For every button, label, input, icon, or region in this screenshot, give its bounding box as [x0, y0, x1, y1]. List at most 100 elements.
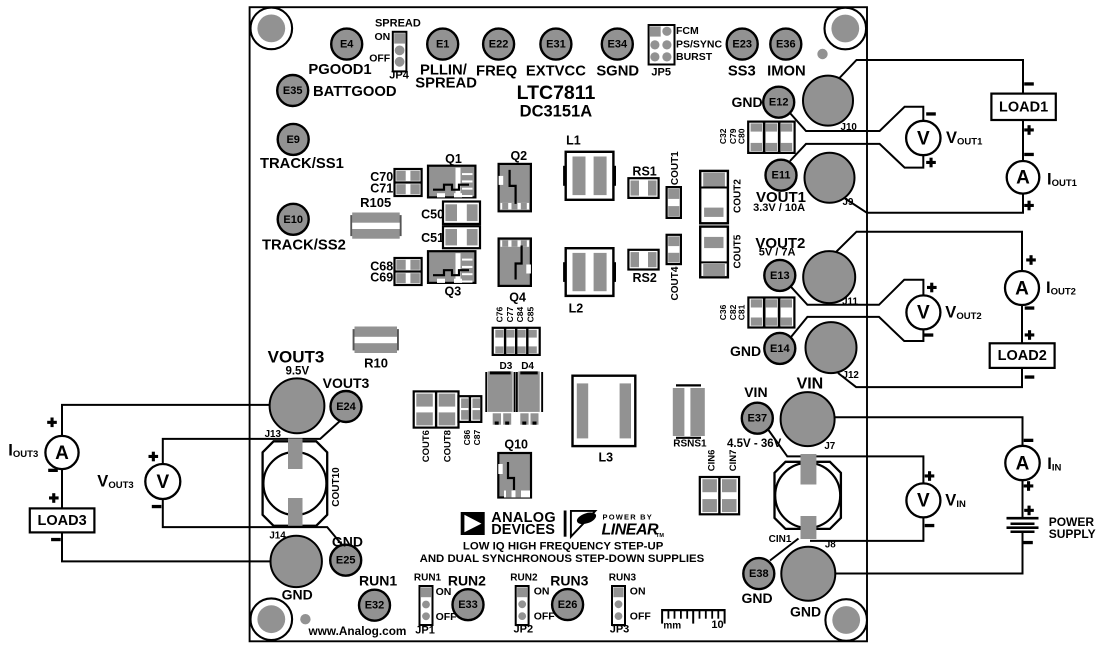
- svg-text:SUPPLY: SUPPLY: [1049, 527, 1096, 541]
- svg-text:COUT1: COUT1: [670, 151, 681, 185]
- svg-text:POWER: POWER: [1049, 515, 1095, 529]
- svg-text:9.5V: 9.5V: [285, 366, 309, 378]
- svg-text:VOUT3: VOUT3: [268, 348, 325, 367]
- svg-text:PLLIN/: PLLIN/: [420, 63, 467, 79]
- svg-text:POWER BY: POWER BY: [603, 512, 653, 521]
- svg-text:PGOOD1: PGOOD1: [308, 62, 371, 78]
- svg-text:RUN3: RUN3: [609, 573, 637, 584]
- svg-text:www.Analog.com: www.Analog.com: [308, 624, 407, 638]
- svg-text:LOAD1: LOAD1: [999, 99, 1048, 115]
- svg-text:J10: J10: [841, 122, 858, 133]
- svg-text:VOUT2: VOUT2: [755, 235, 805, 252]
- svg-text:COUT10: COUT10: [331, 467, 342, 507]
- svg-text:C85: C85: [525, 307, 535, 323]
- svg-text:C50: C50: [421, 208, 444, 222]
- svg-text:R105: R105: [360, 195, 391, 210]
- svg-text:C79: C79: [728, 128, 738, 144]
- svg-text:VIN: VIN: [744, 384, 767, 400]
- svg-text:SPREAD: SPREAD: [415, 75, 477, 91]
- svg-text:OFF: OFF: [369, 53, 391, 65]
- svg-text:A: A: [1016, 453, 1030, 474]
- svg-text:CIN1: CIN1: [769, 534, 792, 545]
- svg-text:C80: C80: [737, 128, 747, 144]
- svg-text:RS2: RS2: [633, 271, 657, 285]
- svg-text:FCM: FCM: [676, 25, 699, 37]
- svg-text:E35: E35: [283, 85, 303, 97]
- svg-text:5V / 7A: 5V / 7A: [759, 247, 796, 259]
- svg-text:SS3: SS3: [728, 63, 756, 79]
- svg-text:V: V: [917, 128, 930, 149]
- svg-text:LTC7811: LTC7811: [517, 82, 596, 104]
- svg-text:E32: E32: [365, 600, 385, 612]
- svg-text:ON: ON: [436, 586, 452, 598]
- svg-text:PS/SYNC: PS/SYNC: [676, 38, 723, 50]
- svg-text:E10: E10: [283, 214, 303, 226]
- svg-text:C71: C71: [370, 182, 393, 196]
- svg-text:E34: E34: [608, 39, 628, 51]
- svg-text:RUN3: RUN3: [550, 572, 588, 588]
- svg-text:LOAD3: LOAD3: [38, 513, 87, 529]
- svg-text:RUN1: RUN1: [414, 572, 442, 583]
- svg-text:C84: C84: [515, 307, 525, 323]
- svg-text:V: V: [917, 303, 930, 324]
- svg-text:C69: C69: [370, 271, 393, 285]
- svg-text:A: A: [55, 443, 69, 464]
- svg-text:VOUT3: VOUT3: [323, 375, 370, 391]
- svg-text:LOW IQ HIGH FREQUENCY STEP-UP: LOW IQ HIGH FREQUENCY STEP-UP: [463, 541, 664, 553]
- svg-text:J11: J11: [842, 297, 858, 308]
- svg-text:J13: J13: [265, 429, 282, 440]
- svg-text:TRACK/SS1: TRACK/SS1: [260, 156, 344, 172]
- svg-text:E23: E23: [732, 39, 752, 51]
- svg-text:COUT8: COUT8: [442, 430, 453, 462]
- svg-text:BURST: BURST: [676, 51, 713, 63]
- svg-text:ON: ON: [534, 586, 550, 598]
- svg-text:TM: TM: [656, 533, 664, 539]
- svg-text:V: V: [917, 491, 930, 512]
- svg-text:E1: E1: [436, 39, 449, 51]
- svg-text:D3: D3: [500, 361, 513, 372]
- svg-text:E9: E9: [286, 134, 299, 146]
- svg-text:JP3: JP3: [610, 623, 630, 635]
- svg-text:TRACK/SS2: TRACK/SS2: [262, 238, 346, 254]
- svg-text:E31: E31: [546, 39, 566, 51]
- svg-text:RSNS1: RSNS1: [673, 439, 707, 450]
- svg-text:SGND: SGND: [596, 63, 639, 79]
- svg-text:COUT6: COUT6: [421, 430, 432, 462]
- svg-text:Q3: Q3: [445, 285, 462, 299]
- svg-text:SPREAD: SPREAD: [375, 18, 421, 30]
- svg-text:GND: GND: [741, 590, 772, 606]
- svg-text:DEVICES: DEVICES: [491, 522, 555, 538]
- svg-text:OFF: OFF: [436, 611, 458, 623]
- svg-text:L2: L2: [569, 302, 584, 316]
- svg-text:GND: GND: [730, 343, 761, 359]
- svg-text:AND DUAL SYNCHRONOUS STEP-DOWN: AND DUAL SYNCHRONOUS STEP-DOWN SUPPLIES: [420, 553, 705, 565]
- svg-text:E12: E12: [769, 97, 789, 109]
- svg-text:RUN1: RUN1: [359, 573, 397, 589]
- svg-text:E4: E4: [340, 39, 354, 51]
- svg-text:COUT4: COUT4: [670, 266, 681, 300]
- svg-text:C70: C70: [370, 170, 393, 184]
- svg-text:RUN2: RUN2: [510, 573, 538, 584]
- svg-text:C32: C32: [718, 128, 728, 144]
- svg-text:Q1: Q1: [445, 152, 462, 166]
- svg-text:LOAD2: LOAD2: [998, 348, 1047, 364]
- svg-text:EXTVCC: EXTVCC: [526, 63, 586, 79]
- svg-text:4.5V - 36V: 4.5V - 36V: [727, 438, 782, 450]
- svg-text:J7: J7: [824, 441, 835, 452]
- svg-text:A: A: [1016, 168, 1030, 189]
- svg-text:C81: C81: [737, 304, 747, 320]
- svg-text:CIN7: CIN7: [728, 450, 739, 472]
- svg-text:J12: J12: [843, 370, 860, 381]
- svg-text:C77: C77: [505, 307, 515, 323]
- svg-text:J9: J9: [843, 197, 854, 208]
- svg-text:E11: E11: [772, 170, 791, 182]
- svg-text:C51: C51: [421, 231, 444, 245]
- svg-text:CIN6: CIN6: [707, 450, 718, 472]
- svg-text:E33: E33: [458, 599, 478, 611]
- svg-text:C76: C76: [495, 307, 505, 323]
- svg-text:BATTGOOD: BATTGOOD: [313, 84, 397, 100]
- svg-text:E14: E14: [770, 343, 790, 355]
- svg-text:E24: E24: [336, 401, 356, 413]
- svg-text:ON: ON: [630, 586, 646, 598]
- svg-text:E38: E38: [749, 568, 769, 580]
